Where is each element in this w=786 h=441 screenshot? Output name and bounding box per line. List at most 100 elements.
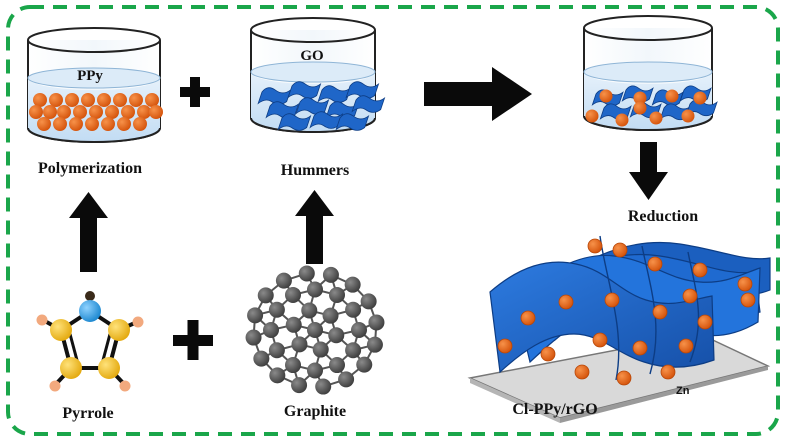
up-arrow-icon-left (69, 192, 108, 272)
plus-icon (180, 77, 210, 107)
rgo-sheet (489, 261, 715, 374)
hummers-label: Hummers (281, 162, 349, 179)
ppy-particle (57, 105, 71, 119)
carbon-atom (60, 357, 82, 379)
mixture-particles (585, 89, 707, 127)
carbon-atom (108, 319, 130, 341)
carbon-atom (344, 276, 361, 293)
ppy-particle (43, 105, 57, 119)
ppy-particle (65, 93, 79, 107)
ppy-particle (69, 117, 83, 131)
ppy-particle (633, 101, 647, 115)
ppy-particle (520, 310, 536, 326)
ppy-particle (105, 105, 119, 119)
ppy-label: PPy (77, 68, 103, 84)
go-sheet (351, 95, 386, 113)
ppy-particle (29, 105, 43, 119)
ppy-particle (633, 91, 647, 105)
carbon-atom (345, 301, 362, 318)
carbon-atom (50, 319, 72, 341)
nitrogen-atom (79, 300, 101, 322)
ppy-particle (604, 292, 620, 308)
carbon-atom (307, 322, 323, 338)
ppy-particle (599, 89, 613, 103)
ppy-particle (612, 242, 628, 258)
carbon-atom (360, 293, 377, 310)
carbon-atom (269, 367, 286, 384)
go-sheet (277, 113, 312, 131)
ppy-particle (682, 288, 698, 304)
ppy-particle (85, 117, 99, 131)
down-arrow-icon (629, 142, 668, 200)
ppy-particle (53, 117, 67, 131)
ppy-particle (49, 93, 63, 107)
ppy-particle (37, 117, 51, 131)
carbon-atom (301, 302, 318, 319)
plus-icon-lower (173, 320, 213, 360)
ppy-particle (665, 89, 679, 103)
ppy-particle (73, 105, 87, 119)
ppy-particle (97, 93, 111, 107)
carbon-atom (322, 266, 339, 283)
go-label: GO (300, 48, 323, 64)
carbon-atom (285, 286, 301, 303)
carbon-atom (368, 314, 385, 331)
go-sheet (317, 85, 352, 103)
product-label: Cl-PPy/rGO (512, 401, 597, 418)
carbon-atom (338, 371, 355, 388)
pyrrole-molecule-icon (36, 291, 144, 392)
go-sheet (345, 81, 380, 99)
carbon-atom (253, 350, 270, 367)
ppy-particle (585, 109, 599, 123)
carbon-atom (345, 342, 362, 359)
ppy-particle (101, 117, 115, 131)
carbon-atom (307, 362, 323, 379)
go-sheet (295, 97, 330, 115)
carbon-atom (298, 265, 315, 282)
ppy-particle (133, 117, 147, 131)
reduction-label: Reduction (628, 208, 698, 225)
ppy-particle (558, 294, 574, 310)
pyrrole-label: Pyrrole (62, 405, 113, 422)
ppy-particle (652, 304, 668, 320)
ppy-particle (81, 93, 95, 107)
carbon-atom (285, 316, 302, 333)
ppy-particle (145, 93, 159, 107)
ppy-particle (740, 292, 756, 308)
graphite-label: Graphite (284, 403, 346, 420)
carbon-atom (257, 287, 274, 304)
carbon-atom (263, 322, 279, 338)
go-sheet (287, 81, 322, 99)
ppy-particle (33, 93, 47, 107)
product-structure: Zn (467, 235, 771, 423)
carbon-atom (366, 336, 383, 353)
graphite-lattice-icon (245, 265, 385, 395)
ppy-particle (693, 91, 707, 105)
ppy-particle (660, 364, 676, 380)
hydrogen-atom (36, 314, 48, 326)
go-beaker: GO (250, 17, 386, 133)
carbon-atom (328, 327, 345, 344)
ppy-particle (681, 109, 695, 123)
ppy-particle (497, 338, 513, 354)
ppy-particle (89, 105, 103, 119)
carbon-atom (351, 322, 367, 338)
carbon-atom (245, 329, 262, 346)
ppy-particle (592, 332, 608, 348)
hydrogen-atom (132, 316, 144, 328)
mixture-beaker (583, 15, 718, 131)
carbon-atom (322, 307, 339, 324)
right-arrow-icon (424, 67, 532, 121)
hydrogen-atom (119, 380, 131, 392)
ppy-particle (632, 340, 648, 356)
go-sheets (257, 81, 386, 131)
carbon-atom (285, 357, 301, 374)
carbon-atom (247, 307, 264, 324)
carbon-atom (329, 286, 345, 303)
carbon-atom (307, 281, 323, 298)
ppy-particles-on-rgo (497, 238, 756, 386)
ppy-particle (678, 338, 694, 354)
up-arrow-icon-right (295, 190, 334, 264)
ppy-particle (587, 238, 603, 254)
carbon-atom (329, 357, 345, 374)
